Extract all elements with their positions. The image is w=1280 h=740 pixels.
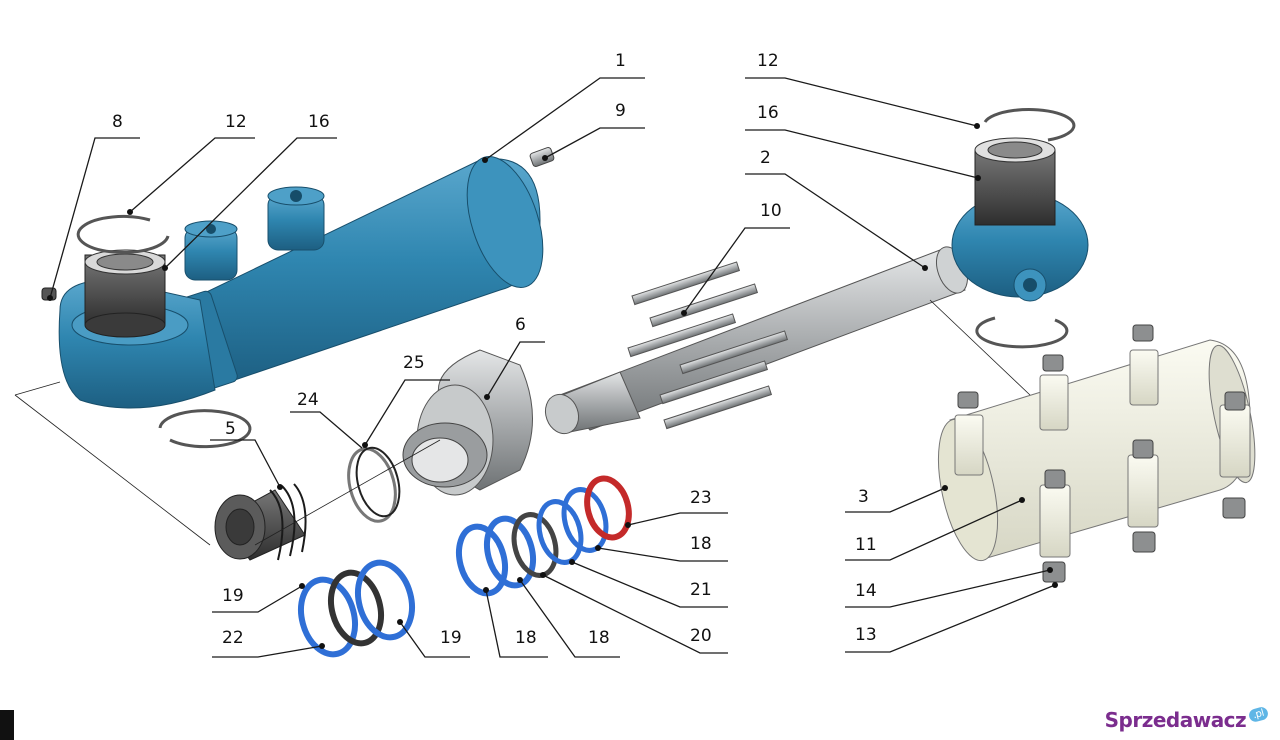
callout-19-left: 19 bbox=[222, 586, 244, 606]
callout-3: 3 bbox=[858, 487, 869, 507]
corner-mark bbox=[0, 710, 14, 740]
callout-9: 9 bbox=[615, 101, 626, 121]
callout-16-right: 16 bbox=[757, 103, 779, 123]
logo-tld: .pl bbox=[1247, 705, 1270, 724]
callout-11: 11 bbox=[855, 535, 877, 555]
rod-eye bbox=[951, 108, 1089, 349]
callout-24: 24 bbox=[297, 390, 319, 410]
callout-6: 6 bbox=[515, 315, 526, 335]
callout-8: 8 bbox=[112, 112, 123, 132]
callout-14: 14 bbox=[855, 581, 877, 601]
sprzedawacz-logo: Sprzedawacz.pl bbox=[1104, 705, 1270, 732]
callout-18-a: 18 bbox=[690, 534, 712, 554]
callout-23: 23 bbox=[690, 488, 712, 508]
callout-12-left: 12 bbox=[225, 112, 247, 132]
callout-18-c: 18 bbox=[588, 628, 610, 648]
piston bbox=[214, 483, 307, 561]
callout-1: 1 bbox=[615, 51, 626, 71]
callout-25: 25 bbox=[403, 353, 425, 373]
logo-text: Sprzedawacz bbox=[1104, 708, 1247, 732]
callout-21: 21 bbox=[690, 580, 712, 600]
clamp-tube bbox=[937, 324, 1256, 583]
callout-12-right: 12 bbox=[757, 51, 779, 71]
callout-20: 20 bbox=[690, 626, 712, 646]
callout-13: 13 bbox=[855, 625, 877, 645]
gland-head bbox=[402, 349, 533, 496]
cylinder-barrel bbox=[41, 147, 555, 449]
callout-18-b: 18 bbox=[515, 628, 537, 648]
callout-5: 5 bbox=[225, 419, 236, 439]
leader-lines bbox=[14, 77, 1056, 658]
leader-dots bbox=[47, 123, 1058, 649]
callout-22: 22 bbox=[222, 628, 244, 648]
callout-16-left: 16 bbox=[308, 112, 330, 132]
callout-10: 10 bbox=[760, 201, 782, 221]
callout-labels: 1 2 3 5 6 8 9 10 11 12 12 13 14 16 16 18… bbox=[112, 51, 877, 648]
seal-rings bbox=[298, 446, 632, 658]
callout-2: 2 bbox=[760, 148, 771, 168]
callout-19-right: 19 bbox=[440, 628, 462, 648]
